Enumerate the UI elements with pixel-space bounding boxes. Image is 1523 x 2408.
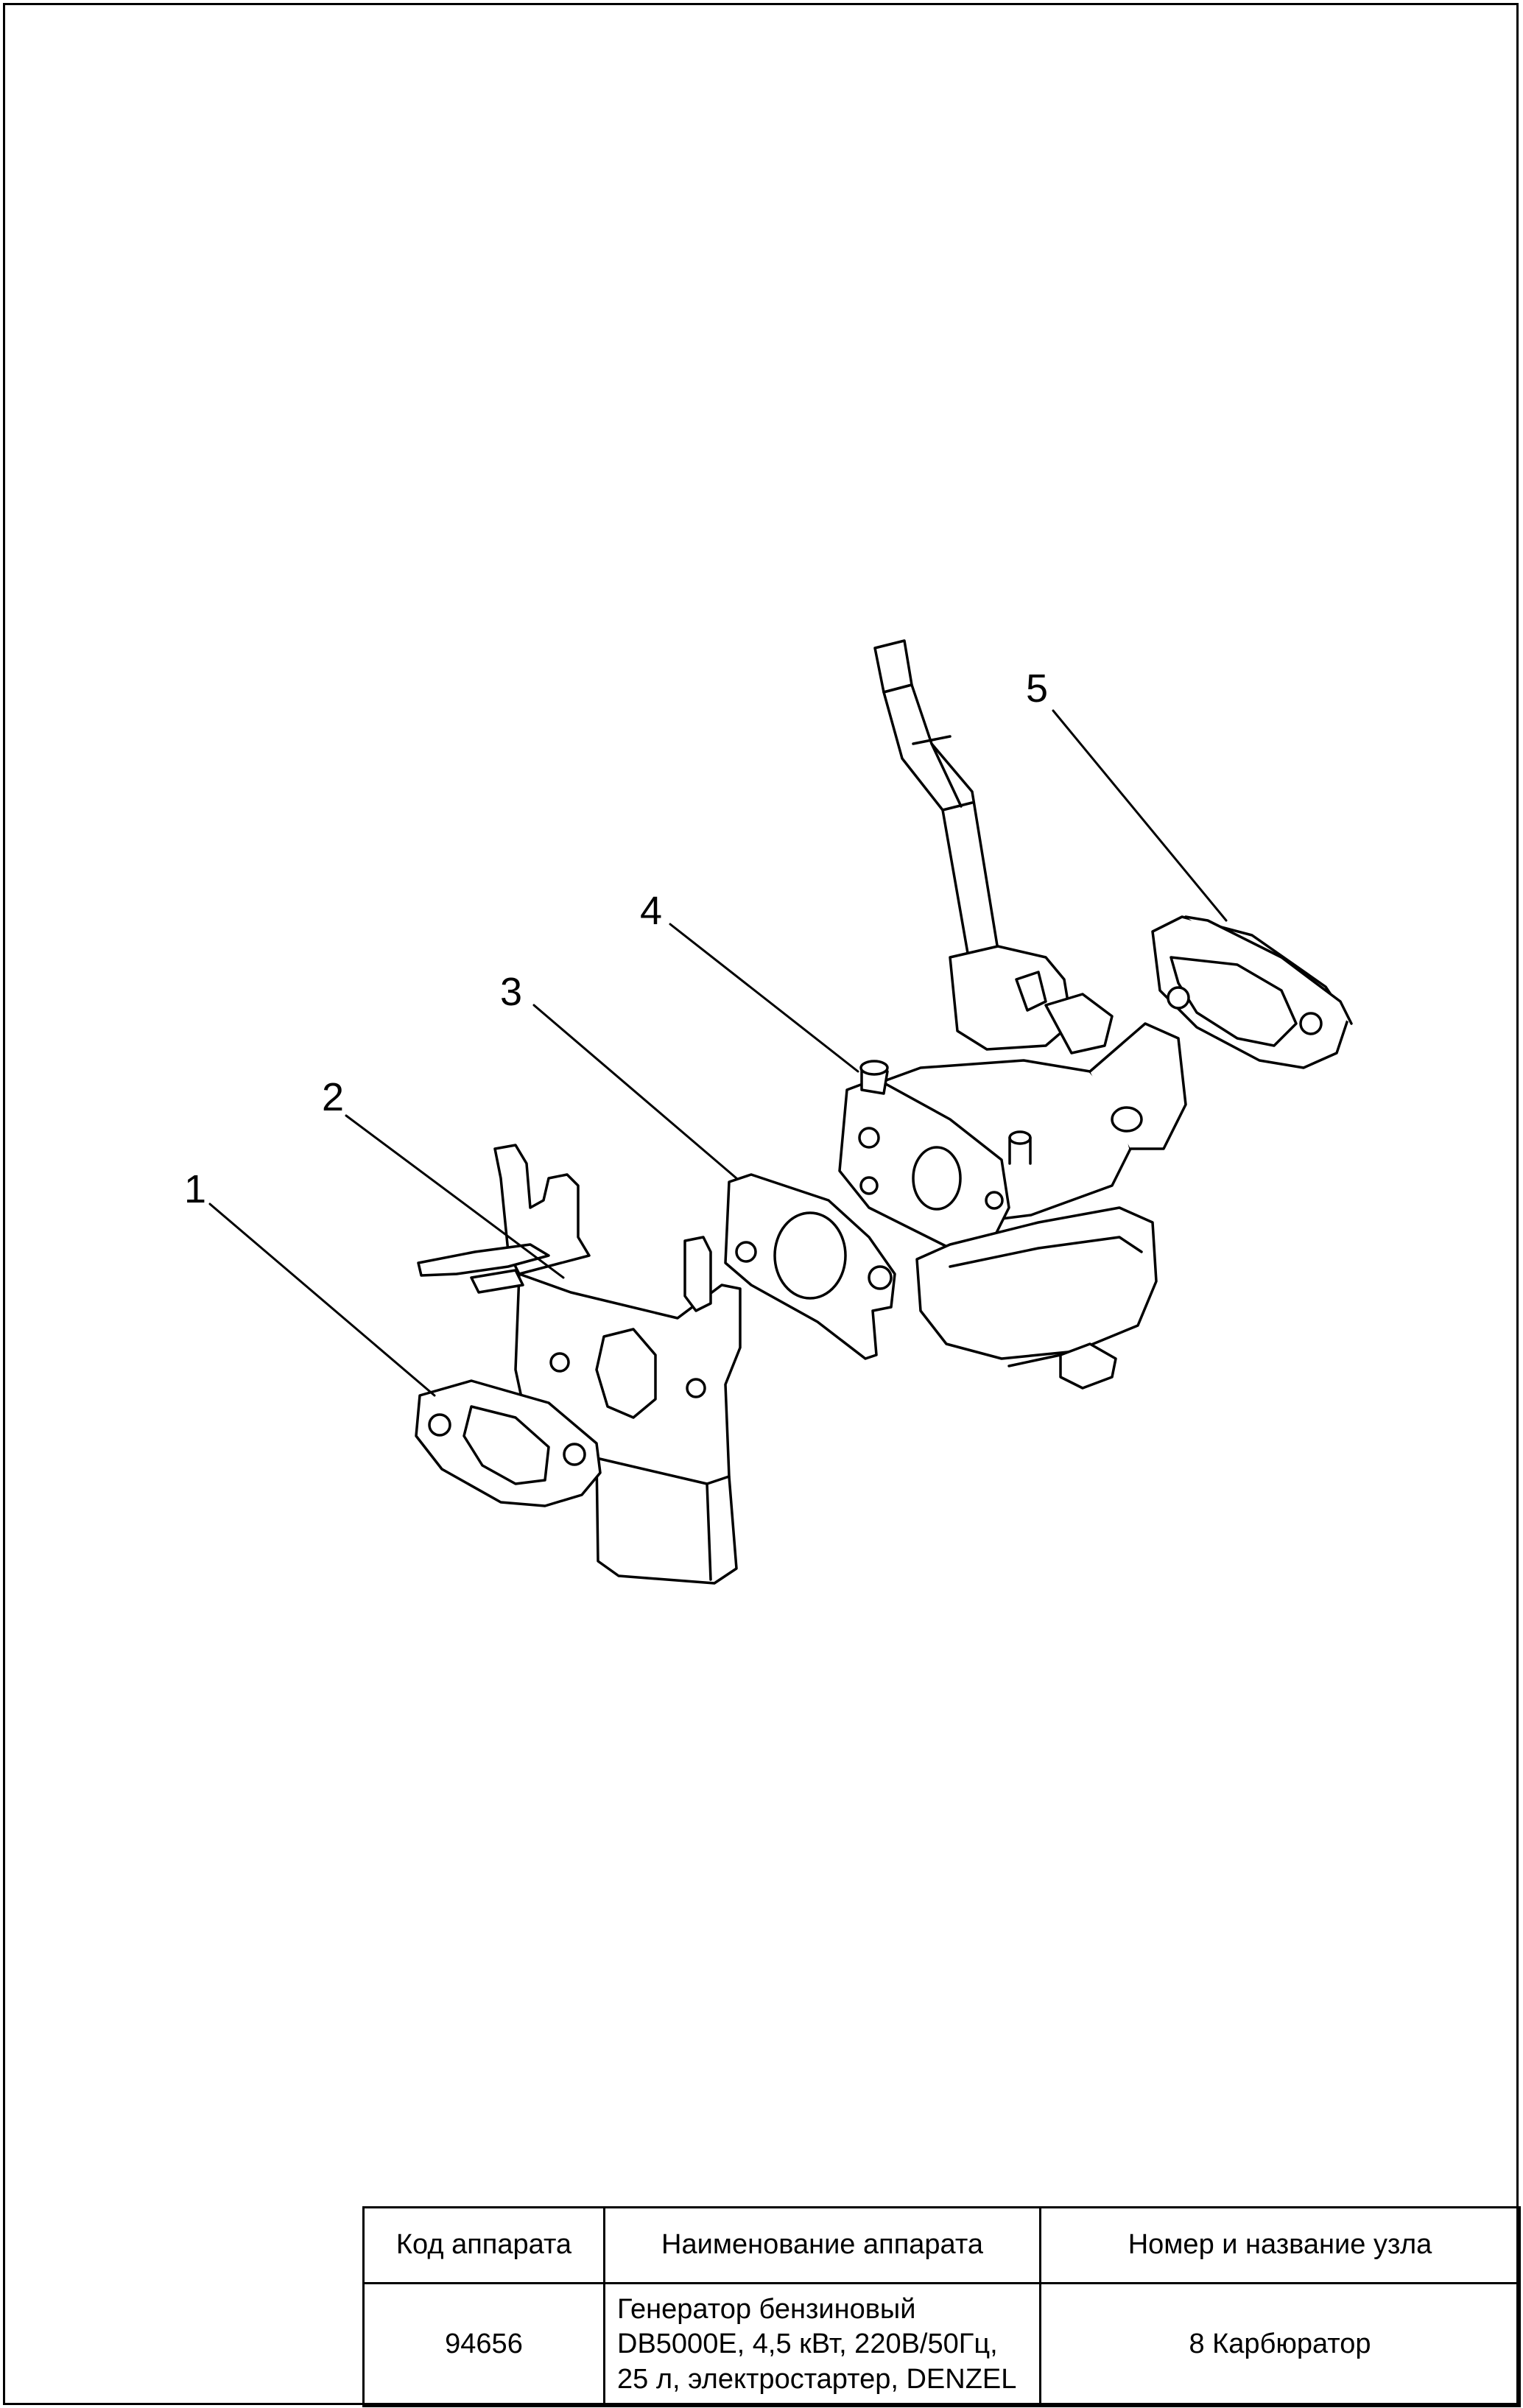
value-code: 94656 <box>362 2282 605 2407</box>
value-name-line-3: 25 л, электростартер, DENZEL <box>617 2363 1017 2395</box>
leader-lines <box>208 709 1228 1397</box>
part-3-spacer-gasket <box>724 1173 896 1360</box>
title-block-header-row: Код аппарата Наименование аппарата Номер… <box>362 2206 1521 2284</box>
callout-4: 4 <box>640 889 662 933</box>
callout-5: 5 <box>1026 666 1048 711</box>
value-name-line-1: Генератор бензиновый <box>617 2293 916 2325</box>
title-block-value-row: 94656 Генератор бензиновый DB5000E, 4,5 … <box>362 2282 1521 2407</box>
callout-3: 3 <box>500 970 522 1014</box>
callout-2: 2 <box>322 1075 344 1119</box>
callout-1: 1 <box>184 1167 206 1211</box>
value-name-line-2: DB5000E, 4,5 кВт, 220В/50Гц, <box>617 2328 998 2360</box>
part-4-carburetor <box>838 639 1187 1390</box>
title-block-table: Код аппарата Наименование аппарата Номер… <box>362 2206 1521 2407</box>
part-2-bracket <box>417 1144 742 1585</box>
header-name: Наименование аппарата <box>603 2206 1041 2284</box>
header-code: Код аппарата <box>362 2206 605 2284</box>
value-name: Генератор бензиновый DB5000E, 4,5 кВт, 2… <box>603 2282 1041 2407</box>
header-node: Номер и название узла <box>1039 2206 1521 2284</box>
part-1-gasket <box>415 1379 602 1507</box>
part-5-gasket <box>1151 915 1353 1069</box>
value-node: 8 Карбюратор <box>1039 2282 1521 2407</box>
